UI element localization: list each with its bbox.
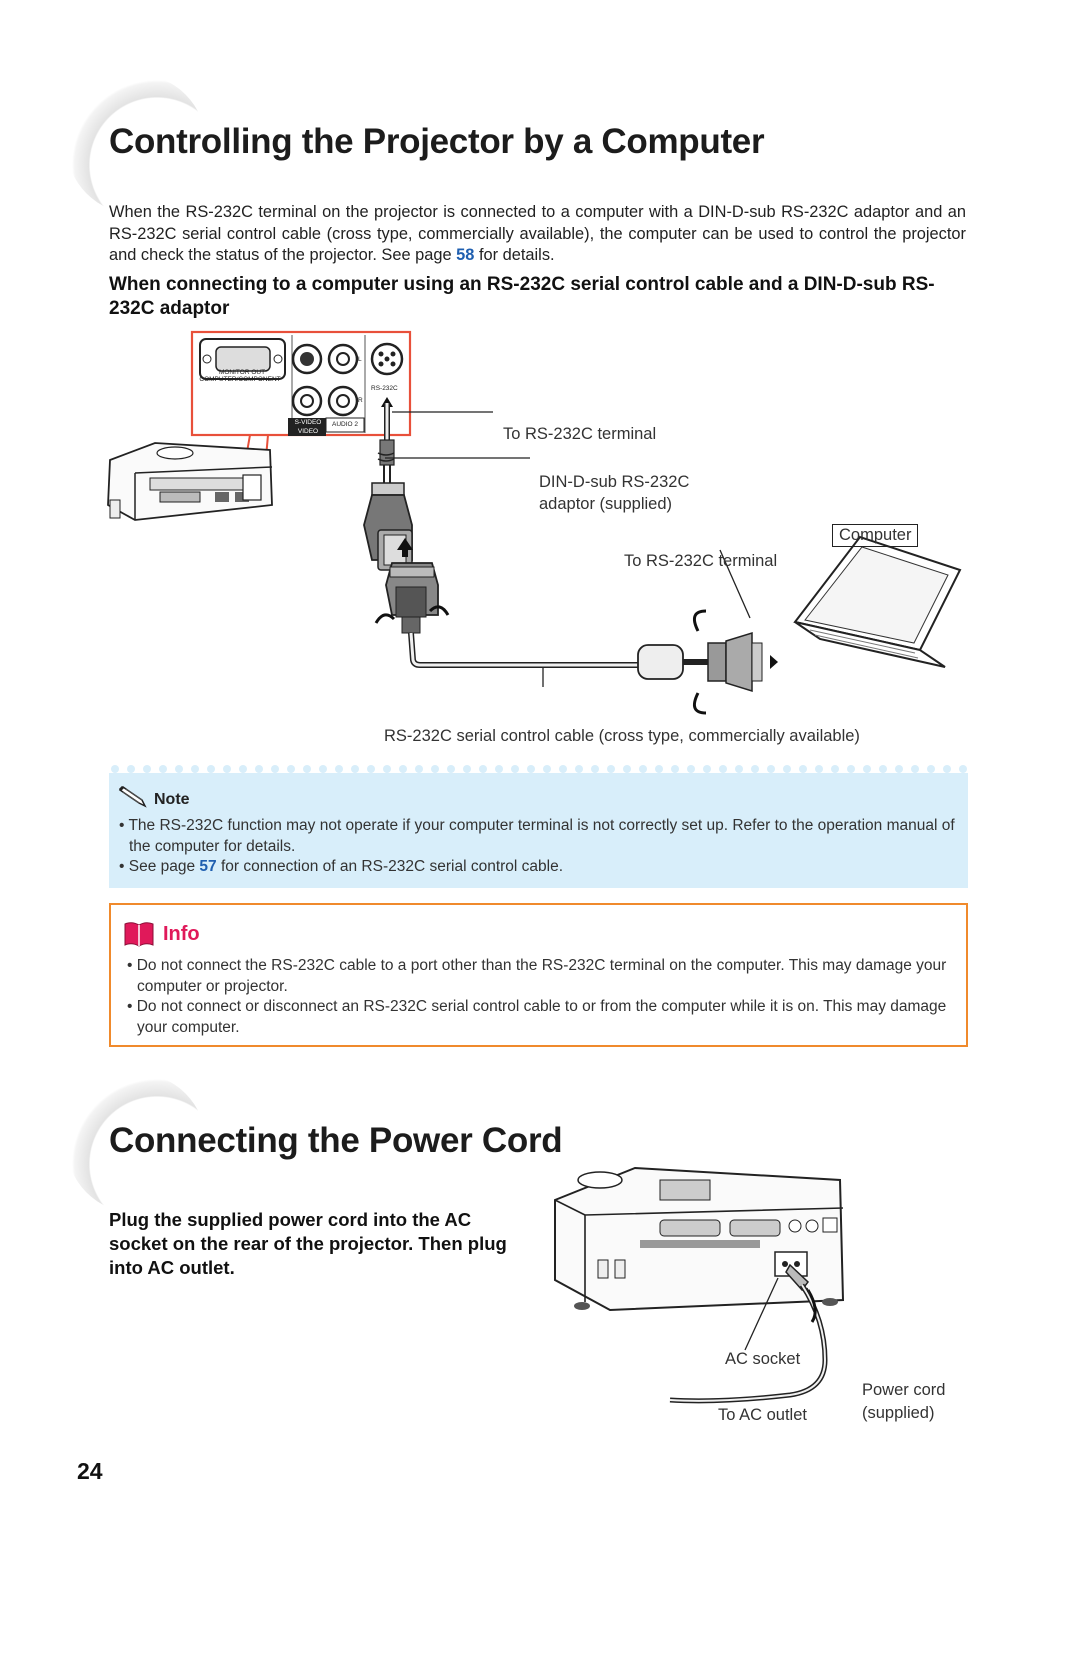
computer-label: Computer xyxy=(832,524,919,547)
power-cord-instruction: Plug the supplied power cord into the AC… xyxy=(109,1209,507,1278)
callout-adaptor-line1: DIN-D-sub RS-232C xyxy=(539,473,690,491)
rear-panel-connectors xyxy=(199,335,404,436)
info-bullet-2: • Do not connect or disconnect an RS-232… xyxy=(127,998,947,1036)
note-bullet-2: • See page 57 for connection of an RS-23… xyxy=(119,858,564,875)
serial-cable-dsub-plug-left xyxy=(374,562,450,634)
note-bullet-1-text: The RS-232C function may not operate if … xyxy=(128,817,955,855)
serial-cable-dsub-plug-right xyxy=(637,609,778,715)
page-reference-link[interactable]: 58 xyxy=(456,246,475,264)
note-box: Note • The RS-232C function may not oper… xyxy=(109,763,968,888)
callout-serial-cable: RS-232C serial control cable (cross type… xyxy=(384,727,860,745)
book-icon xyxy=(123,921,155,947)
intro-tail-text: for details. xyxy=(474,246,555,264)
to-ac-outlet-label: To AC outlet xyxy=(718,1406,807,1424)
projector-illustration xyxy=(107,442,273,521)
panel-label-rs232c: RS-232C xyxy=(371,385,398,392)
note-title: Note xyxy=(154,791,190,808)
note-page-reference-link[interactable]: 57 xyxy=(199,858,217,875)
note-box-dotted-edge xyxy=(109,763,968,773)
note-bullet-2-tail: for connection of an RS-232C serial cont… xyxy=(216,858,564,875)
panel-label-monitor-out: MONITOR OUT xyxy=(218,369,266,376)
section-header-swoosh-2 xyxy=(66,1073,206,1213)
info-bullet-1: • Do not connect the RS-232C cable to a … xyxy=(127,957,947,995)
connection-subheading: When connecting to a computer using an R… xyxy=(109,274,935,319)
panel-label-video: VIDEO xyxy=(297,428,319,435)
panel-label-r: R xyxy=(358,397,363,404)
din-dsub-adaptor xyxy=(363,482,413,571)
info-title: Info xyxy=(163,923,200,945)
page-number: 24 xyxy=(77,1458,103,1484)
note-bullet-1: • The RS-232C function may not operate i… xyxy=(119,817,955,855)
power-cord-label-line1: Power cord xyxy=(862,1381,946,1399)
panel-label-audio2: AUDIO 2 xyxy=(331,421,358,428)
info-bullet-1-text: Do not connect the RS-232C cable to a po… xyxy=(136,957,947,995)
laptop-computer-illustration xyxy=(793,535,962,668)
power-cord-diagram xyxy=(554,1166,845,1404)
projector-rear-illustration xyxy=(554,1166,845,1312)
pencil-icon xyxy=(117,785,151,809)
panel-label-svideo: S-VIDEO xyxy=(294,419,322,426)
intro-paragraph: When the RS-232C terminal on the project… xyxy=(109,202,966,267)
rs232c-connection-diagram xyxy=(107,330,962,715)
section-header-swoosh xyxy=(66,74,206,214)
panel-label-l: L xyxy=(358,356,362,363)
section-title: Controlling the Projector by a Computer xyxy=(109,122,765,161)
callout-to-rs232c-terminal-projector: To RS-232C terminal xyxy=(503,425,657,443)
power-cord-illustration xyxy=(669,1263,828,1404)
panel-label-computer-component: COMPUTER/COMPONENT xyxy=(199,376,281,383)
intro-text: When the RS-232C terminal on the project… xyxy=(109,203,966,264)
callout-to-rs232c-terminal-computer: To RS-232C terminal xyxy=(624,552,778,570)
section-title-2: Connecting the Power Cord xyxy=(109,1121,563,1160)
info-bullet-2-text: Do not connect or disconnect an RS-232C … xyxy=(136,998,947,1036)
note-bullet-2-text: See page xyxy=(128,858,200,875)
info-box: Info • Do not connect the RS-232C cable … xyxy=(109,903,968,1047)
power-cord-label-line2: (supplied) xyxy=(862,1404,935,1422)
callout-adaptor-line2: adaptor (supplied) xyxy=(539,495,672,513)
ac-socket-label: AC socket xyxy=(725,1350,801,1368)
